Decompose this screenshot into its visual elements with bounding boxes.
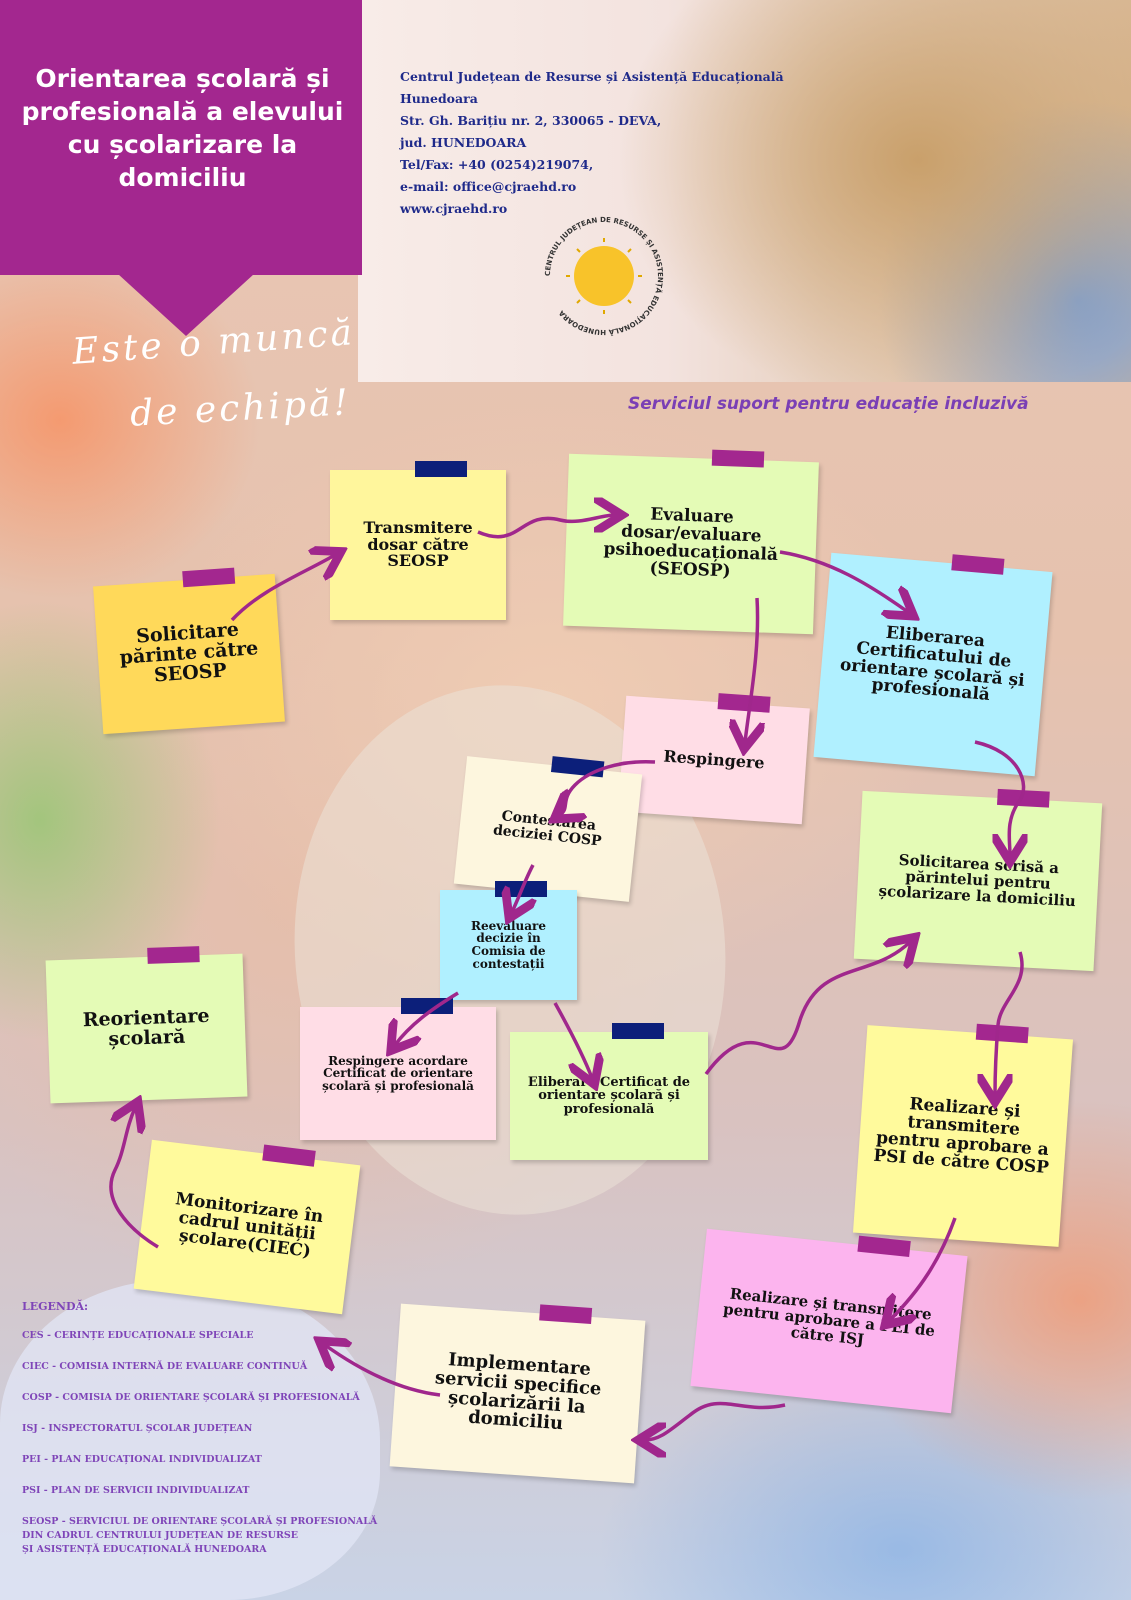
arrow	[109, 1108, 159, 1249]
legend-item: PSI - PLAN DE SERVICII INDIVIDUALIZAT	[22, 1485, 250, 1496]
arrow	[477, 515, 615, 539]
legend-title: LEGENDĂ:	[22, 1300, 89, 1313]
arrow	[890, 1217, 957, 1320]
note-label: Respingere acordare Certificat de orient…	[322, 1053, 474, 1093]
legend-item: SEOSP - SERVICIUL DE ORIENTARE ȘCOLARĂ Ș…	[22, 1516, 378, 1555]
arrow	[560, 760, 656, 815]
contact-email[interactable]: e-mail: office@cjraehd.ro	[400, 179, 577, 194]
arrow	[745, 597, 758, 742]
legend-item: COSP - COMISIA DE ORIENTARE ȘCOLARĂ ȘI P…	[22, 1392, 360, 1403]
contact-phone: Tel/Fax: +40 (0254)219074,	[400, 157, 594, 172]
banner-pointer	[118, 274, 254, 336]
legend-item: ISJ - INSPECTORATUL ȘCOLAR JUDEȚEAN	[22, 1423, 253, 1434]
title-banner	[0, 0, 362, 275]
note-transmitere-dosar: Transmitere dosar către SEOSP	[330, 461, 506, 620]
note-label: Transmitere dosar către SEOSP	[363, 517, 473, 571]
page-title: Orientarea școlară și profesională a ele…	[21, 64, 344, 192]
tape	[400, 998, 453, 1014]
arrow	[553, 1002, 592, 1078]
arrow	[230, 555, 335, 622]
header-photo-puzzle-hands	[358, 0, 1131, 382]
note-eliberare-certificat: Eliberare Certificat de orientare școlar…	[510, 1023, 708, 1160]
arrow	[645, 1401, 786, 1440]
legend-backdrop	[0, 1280, 380, 1600]
arrow	[704, 942, 910, 1076]
arrow	[995, 951, 1024, 1095]
arrow	[779, 550, 908, 612]
note-label: Reevaluare decizie în Comisia de contest…	[470, 918, 546, 971]
legend-item: PEI - PLAN EDUCAȚIONAL INDIVIDUALIZAT	[22, 1454, 262, 1465]
sun-icon	[574, 246, 634, 306]
arrow	[325, 1345, 441, 1397]
legend-item: CES - CERINȚE EDUCAȚIONALE SPECIALE	[22, 1330, 254, 1341]
tape	[415, 461, 468, 477]
tape	[612, 1023, 665, 1039]
cjrae-logo: CENTRUL JUDEȚEAN DE RESURSE ȘI ASISTENȚĂ…	[540, 212, 668, 340]
arrow	[512, 864, 533, 912]
contact-address: Str. Gh. Barițiu nr. 2, 330065 - DEVA,	[400, 113, 662, 128]
legend: LEGENDĂ: CES - CERINȚE EDUCAȚIONALE SPEC…	[22, 1300, 377, 1574]
arrow	[974, 740, 1024, 855]
service-subtitle: Serviciul suport pentru educație incluzi…	[628, 394, 1029, 414]
contact-website[interactable]: www.cjraehd.ro	[400, 201, 508, 216]
contact-line: Hunedoara	[400, 91, 478, 106]
legend-item: CIEC - COMISIA INTERNĂ DE EVALUARE CONTI…	[22, 1361, 308, 1372]
arrow	[395, 991, 459, 1045]
contact-line: Centrul Județean de Resurse și Asistență…	[400, 69, 784, 84]
contact-line: jud. HUNEDOARA	[400, 135, 527, 150]
contact-block: Centrul Județean de Resurse și Asistență…	[400, 66, 784, 220]
